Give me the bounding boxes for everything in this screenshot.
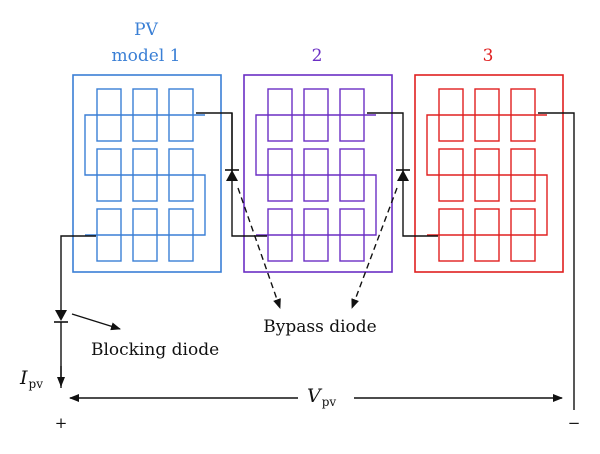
voltage-subscript: pv <box>322 395 337 409</box>
voltage-symbol: V <box>307 385 323 407</box>
bypass-pointer-left <box>237 187 281 309</box>
negative-terminal: − <box>568 414 581 432</box>
bypass-diode-label: Bypass diode <box>263 317 376 337</box>
bypass-diode-1 <box>225 169 239 181</box>
negative-lead <box>538 112 575 410</box>
pv-module-3 <box>414 74 564 273</box>
module-3-label: 3 <box>483 46 494 66</box>
pv-modules <box>72 74 564 273</box>
module-3-frame <box>414 74 564 273</box>
bypass-pointer-right <box>351 187 398 309</box>
pv-module-1 <box>72 74 222 273</box>
current-label: Ipv <box>19 367 43 391</box>
module-1-label-line2: model 1 <box>112 46 181 66</box>
module-1-frame <box>72 74 222 273</box>
module-1-internal-wiring <box>84 114 206 236</box>
current-subscript: pv <box>29 377 44 391</box>
module-2-label: 2 <box>312 46 323 66</box>
positive-lead <box>60 235 96 312</box>
blocking-pointer <box>71 313 121 331</box>
module-3-internal-wiring <box>426 114 548 236</box>
bypass-diode-2 <box>396 169 410 181</box>
voltage-label: Vpv <box>307 385 336 409</box>
module-2-internal-wiring <box>255 114 377 236</box>
positive-terminal: + <box>55 414 68 432</box>
pv-module-2 <box>243 74 393 273</box>
blocking-diode-label: Blocking diode <box>91 340 219 360</box>
module-1-label-line1: PV <box>134 20 158 40</box>
current-symbol: I <box>19 367 28 389</box>
module-2-frame <box>243 74 393 273</box>
blocking-diode <box>54 310 68 323</box>
